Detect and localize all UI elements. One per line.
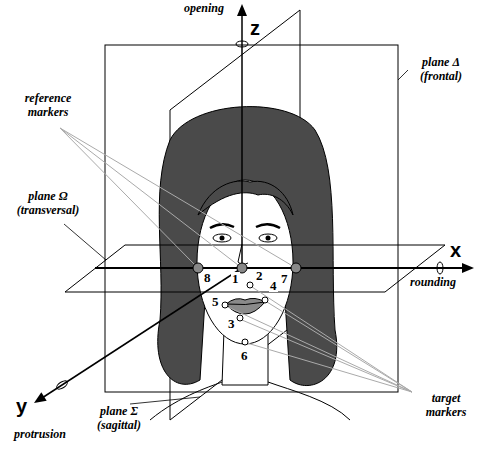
target-marker	[237, 315, 243, 321]
rotation-mark	[55, 379, 68, 391]
plane-label: plane Ω (transversal)	[6, 190, 90, 218]
plane-label: plane Σ (sagittal)	[86, 405, 152, 433]
y-axis	[42, 268, 242, 398]
arrowhead	[237, 4, 247, 16]
axis-label: y	[16, 396, 27, 416]
direction-label: protrusion	[14, 428, 66, 442]
face	[197, 180, 293, 344]
target-marker	[247, 282, 253, 288]
direction-label: opening	[184, 2, 224, 16]
eyebrows	[210, 224, 280, 228]
rotation-mark	[236, 41, 248, 47]
pupil	[220, 236, 225, 241]
shoulders	[150, 382, 350, 420]
marker-group-label: target markers	[414, 392, 478, 420]
reference-marker	[291, 263, 301, 273]
callout-number: 6	[240, 349, 249, 362]
target-marker	[242, 339, 248, 345]
callout-number: 2	[255, 269, 264, 282]
eye	[259, 234, 277, 242]
arrowhead	[34, 392, 47, 403]
nose	[238, 244, 248, 264]
target-marker	[262, 297, 268, 303]
lip-line	[226, 302, 265, 305]
lips	[226, 298, 265, 314]
z-axis	[241, 14, 243, 268]
callout-number: 5	[211, 295, 220, 308]
leader-lines	[60, 128, 412, 392]
callout-number: 4	[269, 279, 278, 292]
plane-leaders	[64, 70, 408, 404]
arrowhead	[462, 263, 474, 273]
rotation-mark	[437, 262, 443, 274]
callout-number: 8	[203, 271, 212, 284]
axis-label: x	[450, 240, 461, 260]
target-marker	[222, 302, 228, 308]
eye	[213, 234, 231, 242]
direction-label: rounding	[410, 276, 456, 290]
hair	[158, 107, 337, 386]
fringe	[198, 181, 293, 215]
callout-number: 7	[280, 272, 289, 285]
callout-number: 1	[231, 272, 240, 285]
pupil	[266, 236, 271, 241]
marker-group-label: reference markers	[6, 92, 90, 120]
reference-marker	[193, 263, 203, 273]
callout-number: 3	[227, 317, 236, 330]
x-axis	[95, 267, 464, 269]
plane-label: plane Δ (frontal)	[408, 56, 474, 84]
axis-label: z	[250, 18, 260, 38]
